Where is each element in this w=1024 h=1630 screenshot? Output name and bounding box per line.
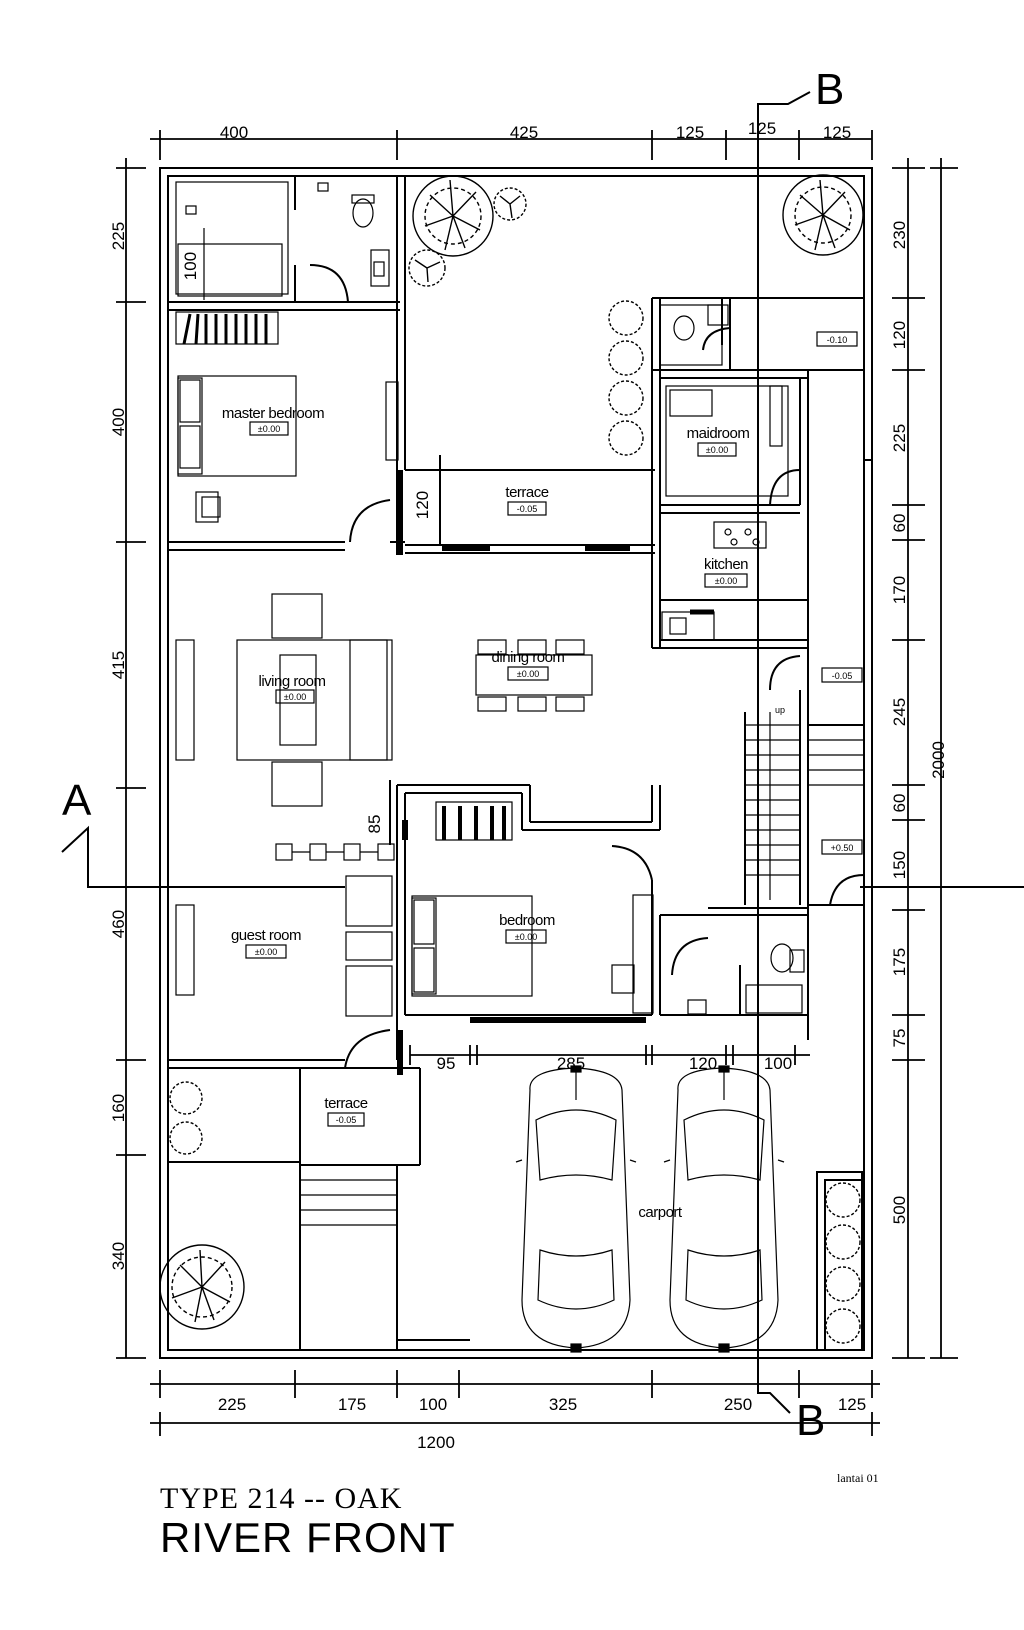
terrace-depth: 120 xyxy=(413,491,432,519)
tree-icon-top-left xyxy=(412,175,494,257)
shrub-icon-row xyxy=(608,300,644,456)
elev-side-2: +0.50 xyxy=(831,843,854,853)
title-block: TYPE 214 -- OAK RIVER FRONT lantai 01 xyxy=(160,1471,879,1561)
dim-bottom-6: 125 xyxy=(838,1395,866,1414)
dim-bottom-2: 175 xyxy=(338,1395,366,1414)
shrub-icon-planter xyxy=(825,1182,861,1344)
plan-name: RIVER FRONT xyxy=(160,1514,456,1561)
dim-top-1: 400 xyxy=(220,123,248,142)
stairs xyxy=(745,712,864,900)
bed-mark: 100 xyxy=(181,252,200,280)
plan-type: TYPE 214 -- OAK xyxy=(160,1482,402,1515)
dim-top-2: 425 xyxy=(510,123,538,142)
elev-master-bedroom: ±0.00 xyxy=(258,424,280,434)
dim-right-total: 2000 xyxy=(929,741,948,779)
elev-kitchen: ±0.00 xyxy=(715,576,737,586)
room-label-bedroom: bedroom xyxy=(499,912,555,929)
car-left xyxy=(515,1065,637,1353)
elev-dining-room: ±0.00 xyxy=(517,669,539,679)
dim-inner-1: 95 xyxy=(437,1054,456,1073)
dim-right-10: 75 xyxy=(890,1029,909,1048)
dim-left-3: 415 xyxy=(109,651,128,679)
room-labels: master bedroom ±0.00 terrace -0.05 maidr… xyxy=(222,405,750,1221)
exterior-wall xyxy=(159,167,873,1359)
dim-right-3: 225 xyxy=(890,424,909,452)
dim-left-1: 225 xyxy=(109,222,128,250)
elev-maid-room: ±0.00 xyxy=(706,445,728,455)
room-label-master-bedroom: master bedroom xyxy=(222,405,324,422)
section-mark-b-top: B xyxy=(815,65,844,114)
dim-bottom-1: 225 xyxy=(218,1395,246,1414)
floor-label: lantai 01 xyxy=(837,1471,879,1485)
dim-right-7: 60 xyxy=(890,794,909,813)
furniture xyxy=(175,181,805,1017)
section-mark-b-bottom: B xyxy=(796,1396,825,1445)
dim-right-4: 60 xyxy=(890,514,909,533)
dim-left-5: 160 xyxy=(109,1094,128,1122)
dim-right-6: 245 xyxy=(890,698,909,726)
tree-icon-top-right xyxy=(782,174,864,256)
dimension-lines xyxy=(116,130,958,1436)
annotations: -0.10 -0.05 +0.50 up 100 120 85 xyxy=(181,252,863,855)
elev-living-room: ±0.00 xyxy=(284,692,306,702)
elev-bedroom: ±0.00 xyxy=(515,932,537,942)
section-line-b: B B xyxy=(757,65,844,1445)
wall-offset: 85 xyxy=(365,815,384,834)
dim-right-9: 175 xyxy=(890,948,909,976)
room-label-terrace-front: terrace xyxy=(324,1095,367,1112)
room-label-terrace-top: terrace xyxy=(505,484,548,501)
dim-bottom-3: 100 xyxy=(419,1395,447,1414)
elev-service-top: -0.10 xyxy=(827,335,848,345)
car-right xyxy=(663,1065,785,1353)
room-label-living-room: living room xyxy=(258,673,325,690)
section-mark-a: A xyxy=(62,776,92,825)
dim-left-2: 400 xyxy=(109,408,128,436)
dim-left-6: 340 xyxy=(109,1242,128,1270)
plant-icon-top xyxy=(408,187,527,287)
dim-right-8: 150 xyxy=(890,851,909,879)
dim-top-3: 125 xyxy=(676,123,704,142)
dim-left-4: 460 xyxy=(109,910,128,938)
elev-side-1: -0.05 xyxy=(832,671,853,681)
tree-icon-bottom-left xyxy=(159,1244,245,1330)
dim-right-5: 170 xyxy=(890,576,909,604)
door-swings xyxy=(309,264,865,1069)
dim-top-5: 125 xyxy=(823,123,851,142)
stair-up-label: up xyxy=(775,705,785,715)
interior-walls xyxy=(168,176,872,1351)
dimension-labels: 400 425 125 125 125 225 400 415 460 160 … xyxy=(109,119,948,1452)
room-label-kitchen: kitchen xyxy=(704,556,748,573)
shrub-icon-front-left xyxy=(169,1081,203,1155)
room-label-maid-room: maidroom xyxy=(687,425,750,442)
dim-inner-3: 120 xyxy=(689,1054,717,1073)
dim-bottom-5: 250 xyxy=(724,1395,752,1414)
dim-inner-4: 100 xyxy=(764,1054,792,1073)
section-line-a: A xyxy=(61,776,1024,888)
elev-terrace-front: -0.05 xyxy=(336,1115,357,1125)
room-label-carport: carport xyxy=(638,1204,683,1221)
room-label-dining-room: dining room xyxy=(492,649,565,666)
dim-bottom-4: 325 xyxy=(549,1395,577,1414)
elev-terrace-top: -0.05 xyxy=(517,504,538,514)
dim-bottom-total: 1200 xyxy=(417,1433,455,1452)
room-label-guest-room: guest room xyxy=(231,927,301,944)
dim-top-4: 125 xyxy=(748,119,776,138)
dim-right-11: 500 xyxy=(890,1196,909,1224)
dim-right-2: 120 xyxy=(890,321,909,349)
elev-guest-room: ±0.00 xyxy=(255,947,277,957)
dim-right-1: 230 xyxy=(890,221,909,249)
